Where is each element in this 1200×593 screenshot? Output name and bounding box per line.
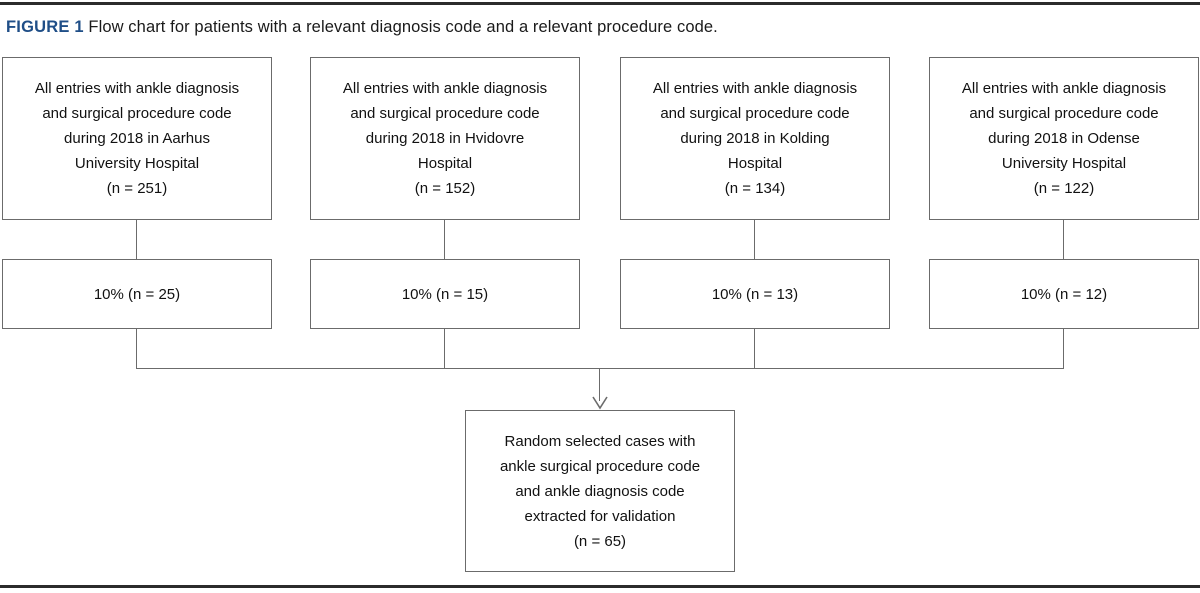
source-box-kolding: All entries with ankle diagnosis and sur… [620, 57, 890, 220]
sample-box-odense: 10% (n = 12) [929, 259, 1199, 329]
sample-box-kolding: 10% (n = 13) [620, 259, 890, 329]
source-box-line: during 2018 in Odense [988, 130, 1140, 147]
source-box-line: University Hospital [1001, 155, 1127, 172]
source-box-line: All entries with ankle diagnosis [34, 80, 240, 97]
source-box-line: All entries with ankle diagnosis [961, 80, 1167, 97]
source-box-line: University Hospital [74, 155, 200, 172]
figure-caption-text: Flow chart for patients with a relevant … [88, 18, 718, 36]
source-box-odense: All entries with ankle diagnosis and sur… [929, 57, 1199, 220]
source-box-line: All entries with ankle diagnosis [652, 80, 858, 97]
source-box-line: and surgical procedure code [42, 105, 232, 122]
source-box-line: during 2018 in Kolding [680, 130, 830, 147]
connector-odense-to-sample [1063, 220, 1065, 259]
result-box-line: ankle surgical procedure code [499, 457, 701, 475]
connector-aarhus-to-sample [136, 220, 138, 259]
source-box-line: All entries with ankle diagnosis [342, 80, 548, 97]
bottom-divider-rule [0, 585, 1200, 588]
source-box-count: (n = 152) [414, 180, 476, 197]
source-box-count: (n = 251) [106, 180, 168, 197]
source-box-count: (n = 122) [1033, 180, 1095, 197]
result-box-line: Random selected cases with [504, 432, 696, 450]
connector-kolding-sample-to-manifold [754, 329, 756, 368]
sample-box-value: 10% (n = 12) [1020, 285, 1108, 303]
source-box-hvidovre: All entries with ankle diagnosis and sur… [310, 57, 580, 220]
sample-box-value: 10% (n = 15) [401, 285, 489, 303]
connector-hvidovre-sample-to-manifold [444, 329, 446, 368]
arrow-down-icon [592, 396, 608, 410]
source-box-line: Hospital [417, 155, 473, 172]
sample-box-aarhus: 10% (n = 25) [2, 259, 272, 329]
result-box-line: and ankle diagnosis code [515, 482, 685, 500]
connector-aarhus-sample-to-manifold [136, 329, 138, 368]
source-box-line: and surgical procedure code [350, 105, 540, 122]
source-box-aarhus: All entries with ankle diagnosis and sur… [2, 57, 272, 220]
source-box-line: during 2018 in Hvidovre [365, 130, 525, 147]
connector-hvidovre-to-sample [444, 220, 446, 259]
sample-box-value: 10% (n = 25) [93, 285, 181, 303]
source-box-line: during 2018 in Aarhus [64, 130, 210, 147]
result-box-line: extracted for validation [524, 507, 676, 525]
figure-number-label: FIGURE 1 [6, 18, 84, 36]
connector-manifold-to-result [599, 368, 601, 401]
source-box-line: and surgical procedure code [660, 105, 850, 122]
result-box-count: (n = 65) [573, 532, 627, 550]
source-box-count: (n = 134) [724, 180, 786, 197]
top-divider-rule [0, 2, 1200, 5]
connector-odense-sample-to-manifold [1063, 329, 1065, 368]
result-box-validation: Random selected cases with ankle surgica… [465, 410, 735, 572]
source-box-line: Hospital [727, 155, 783, 172]
sample-box-hvidovre: 10% (n = 15) [310, 259, 580, 329]
sample-box-value: 10% (n = 13) [711, 285, 799, 303]
source-box-line: and surgical procedure code [969, 105, 1159, 122]
figure-caption: FIGURE 1 Flow chart for patients with a … [6, 17, 1156, 37]
connector-kolding-to-sample [754, 220, 756, 259]
